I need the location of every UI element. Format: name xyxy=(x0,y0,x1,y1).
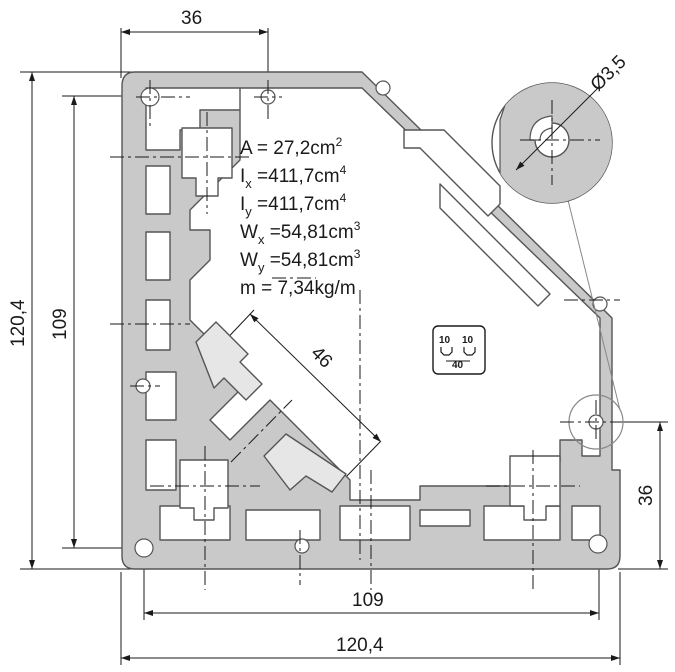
property-unit: cm xyxy=(310,138,335,159)
property-value: =411,7 xyxy=(252,166,315,187)
centerlines xyxy=(110,80,620,590)
property-unit: cm xyxy=(328,222,353,243)
leader-to-detail xyxy=(565,191,621,411)
property-exponent: 3 xyxy=(354,219,361,233)
hole-bottom-right xyxy=(588,534,608,554)
property-symbol: I xyxy=(240,166,245,187)
screw-holes xyxy=(134,80,608,558)
diagonal-slot-2 xyxy=(439,183,551,307)
property-value: =411,7 xyxy=(252,194,315,215)
property-value: =54,81 xyxy=(264,222,328,243)
dim-left-120-4: 120,4 xyxy=(8,299,29,347)
property-exponent: 4 xyxy=(340,191,347,205)
dim-bottom-120-4: 120,4 xyxy=(336,635,384,656)
dim-diagonal-46: 46 xyxy=(306,343,336,373)
detail-dim-leader xyxy=(515,85,601,171)
t-slot-bottom-right xyxy=(509,455,561,521)
badge-slot-right xyxy=(463,347,476,356)
detail-callout: Ø3,5 xyxy=(491,52,631,204)
property-symbol: W xyxy=(240,250,258,271)
hole-bottom xyxy=(294,538,310,554)
property-subscript: y xyxy=(245,204,252,219)
property-row: Wx =54,81cm3 xyxy=(240,219,361,247)
badge-right-value: 10 xyxy=(462,335,474,346)
diagonal-connector xyxy=(195,321,263,401)
badge-frame xyxy=(432,325,486,375)
dim-line-diagonal-46 xyxy=(249,313,382,443)
t-slot-bottom-left xyxy=(179,459,229,521)
slot-size-badge: 10 10 40 xyxy=(432,325,486,375)
dim-bottom-109: 109 xyxy=(352,590,384,611)
property-row: Ix =411,7cm4 xyxy=(240,163,347,191)
badge-bottom-value: 40 xyxy=(452,360,464,371)
property-value: = 27,2 xyxy=(252,138,311,159)
hole-diag-top xyxy=(375,80,391,96)
property-value: =54,81 xyxy=(264,250,328,271)
diagonal-connector-2 xyxy=(263,433,347,493)
property-unit: cm xyxy=(314,194,339,215)
detail-diameter-label: Ø3,5 xyxy=(587,52,631,96)
property-exponent: 3 xyxy=(354,247,361,261)
dim-top-36: 36 xyxy=(181,8,202,29)
diagonal-slot-1 xyxy=(403,129,501,217)
property-subscript: x xyxy=(258,232,265,247)
dim-right-36: 36 xyxy=(636,485,657,506)
property-subscript: x xyxy=(245,176,252,191)
property-unit: cm xyxy=(314,166,339,187)
property-exponent: 2 xyxy=(336,135,343,149)
property-row: Wy =54,81cm3 xyxy=(240,247,361,275)
property-row: m = 7,34kg/m xyxy=(240,278,356,299)
property-unit: kg/m xyxy=(314,278,355,299)
property-symbol: W xyxy=(240,222,258,243)
property-unit: cm xyxy=(328,250,353,271)
property-value: = 7,34 xyxy=(256,278,315,299)
badge-left-value: 10 xyxy=(439,335,451,346)
property-symbol: m xyxy=(240,278,256,299)
property-row: Iy =411,7cm4 xyxy=(240,191,347,219)
property-subscript: y xyxy=(258,260,265,275)
hole-bottom-left xyxy=(134,538,154,558)
property-symbol: I xyxy=(240,194,245,215)
dimension-lines xyxy=(29,29,663,661)
dim-left-109: 109 xyxy=(50,308,71,340)
property-row: A = 27,2cm2 xyxy=(240,135,343,159)
property-exponent: 4 xyxy=(340,163,347,177)
badge-slot-left xyxy=(440,347,453,356)
property-symbol: A xyxy=(240,138,253,159)
